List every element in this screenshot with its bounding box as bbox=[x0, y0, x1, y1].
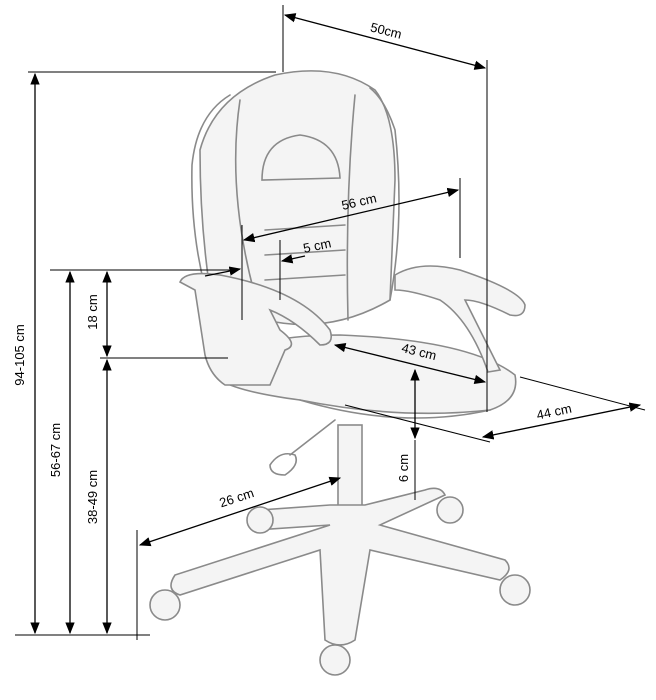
chair-illustration bbox=[149, 70, 531, 676]
caster-right bbox=[499, 574, 531, 606]
caster-back-right bbox=[436, 496, 464, 524]
arrow-base-radius bbox=[138, 476, 342, 547]
label-armrest-floor-height: 56-67 cm bbox=[48, 423, 63, 477]
extension-lines bbox=[15, 5, 646, 640]
armrest-left bbox=[178, 272, 333, 386]
arrow-seat-depth bbox=[333, 342, 487, 385]
arrow-armrest-width-right bbox=[280, 254, 306, 264]
caster-front-left bbox=[149, 589, 181, 621]
label-width-top: 50cm bbox=[369, 20, 403, 42]
arrow-armrest-width-left bbox=[204, 266, 242, 277]
gas-lift bbox=[337, 424, 363, 511]
label-seat-thickness: 6 cm bbox=[396, 454, 411, 482]
dimension-arrows bbox=[30, 13, 642, 635]
label-armrest-width: 5 cm bbox=[302, 235, 333, 256]
headrest-pad bbox=[261, 134, 341, 181]
label-total-height: 94-105 cm bbox=[12, 324, 27, 385]
label-base-radius: 26 cm bbox=[217, 485, 255, 510]
arrow-seat-width-inner bbox=[242, 187, 460, 243]
seat-front bbox=[299, 399, 491, 419]
backrest-wing-right bbox=[369, 87, 400, 301]
label-armrest-height: 18 cm bbox=[85, 294, 100, 329]
label-seat-width: 44 cm bbox=[535, 401, 573, 423]
arrow-seat-width bbox=[481, 402, 642, 440]
arrow-width-top bbox=[283, 13, 487, 70]
tilt-lever bbox=[269, 419, 336, 476]
label-seat-height: 38-49 cm bbox=[85, 470, 100, 524]
caster-front bbox=[319, 644, 351, 676]
caster-back-left bbox=[246, 506, 274, 534]
armrest-right bbox=[394, 265, 526, 373]
